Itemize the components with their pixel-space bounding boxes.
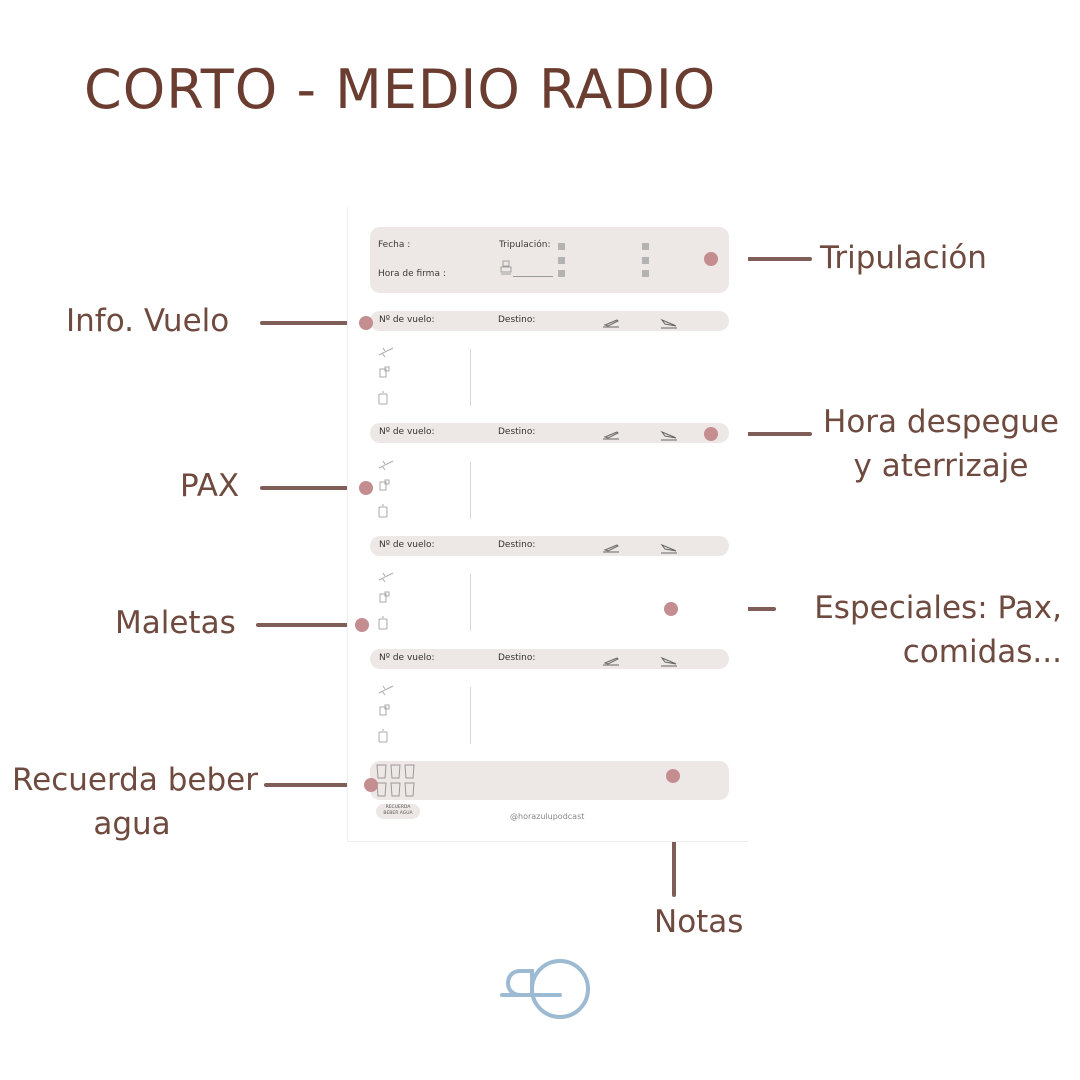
- label-especiales-line-1: Especiales: Pax,: [814, 590, 1062, 626]
- passenger-seat-icon: [378, 365, 390, 384]
- crew-checkbox[interactable]: [558, 257, 565, 264]
- label-especiales: Especiales: Pax, comidas...: [780, 586, 1062, 674]
- signature-line: [513, 276, 553, 277]
- divider-line: [470, 687, 471, 744]
- plane-icon: [378, 681, 394, 700]
- label-info-vuelo: Info. Vuelo: [66, 303, 230, 339]
- suitcase-icon: [378, 615, 388, 634]
- passenger-seat-icon: [378, 478, 390, 497]
- label-hora-line-2: y aterrizaje: [853, 448, 1029, 484]
- plane-takeoff-icon: [602, 314, 620, 333]
- water-reminder-badge: RECUERDA BEBER AGUA: [376, 804, 420, 819]
- divider-line: [470, 574, 471, 631]
- label-recuerda-agua: Recuerda beber agua: [12, 758, 258, 846]
- dot-pax: [359, 481, 373, 495]
- fecha-label: Fecha :: [378, 240, 411, 250]
- flight-number-label: Nº de vuelo:: [379, 653, 435, 663]
- plane-icon: [378, 343, 394, 362]
- label-pax: PAX: [180, 468, 240, 504]
- crew-checkbox[interactable]: [642, 243, 649, 250]
- plane-takeoff-icon: [602, 652, 620, 671]
- flight-bar: Nº de vuelo: Destino:: [370, 423, 729, 443]
- crew-info-box: Fecha : Hora de firma : Tripulación:: [370, 227, 729, 293]
- suitcase-icon: [378, 728, 388, 747]
- divider-line: [470, 349, 471, 406]
- plane-landing-icon: [660, 426, 678, 445]
- flight-number-label: Nº de vuelo:: [379, 315, 435, 325]
- crew-checkbox[interactable]: [642, 257, 649, 264]
- badge-line-2: BEBER AGUA: [383, 811, 413, 816]
- dot-especiales: [664, 602, 678, 616]
- label-agua-line-2: agua: [93, 806, 171, 842]
- passenger-seat-icon: [378, 590, 390, 609]
- planner-page: Fecha : Hora de firma : Tripulación: Nº …: [347, 207, 748, 842]
- plane-icon: [378, 568, 394, 587]
- plane-takeoff-icon: [602, 426, 620, 445]
- water-glass-icon: [376, 764, 415, 797]
- dot-tripulacion: [704, 252, 718, 266]
- label-especiales-line-2: comidas...: [902, 634, 1062, 670]
- page-title: CORTO - MEDIO RADIO: [84, 58, 717, 121]
- plane-landing-icon: [660, 652, 678, 671]
- plane-landing-icon: [660, 539, 678, 558]
- crew-checkbox[interactable]: [642, 270, 649, 277]
- suitcase-icon: [378, 390, 388, 409]
- flight-bar: Nº de vuelo: Destino:: [370, 311, 729, 331]
- dot-hora: [704, 427, 718, 441]
- dot-info-vuelo: [359, 316, 373, 330]
- label-maletas: Maletas: [115, 605, 236, 641]
- crew-checkbox[interactable]: [558, 270, 565, 277]
- destination-label: Destino:: [498, 540, 536, 550]
- destination-label: Destino:: [498, 315, 536, 325]
- flight-number-label: Nº de vuelo:: [379, 540, 435, 550]
- brand-logo-icon: [500, 959, 590, 1019]
- dot-agua: [364, 778, 378, 792]
- tripulacion-label: Tripulación:: [499, 240, 551, 250]
- label-hora-line-1: Hora despegue: [823, 404, 1059, 440]
- plane-landing-icon: [660, 314, 678, 333]
- passenger-seat-icon: [378, 703, 390, 722]
- label-tripulacion: Tripulación: [820, 240, 987, 276]
- dot-maletas: [355, 618, 369, 632]
- badge-line-1: RECUERDA: [385, 805, 411, 810]
- suitcase-icon: [378, 503, 388, 522]
- crew-checkbox[interactable]: [558, 243, 565, 250]
- plane-takeoff-icon: [602, 539, 620, 558]
- podcast-handle: @horazulupodcast: [510, 812, 585, 821]
- flight-bar: Nº de vuelo: Destino:: [370, 649, 729, 669]
- label-agua-line-1: Recuerda beber: [12, 762, 258, 798]
- flight-number-label: Nº de vuelo:: [379, 427, 435, 437]
- label-hora-despegue: Hora despegue y aterrizaje: [818, 400, 1064, 488]
- plane-icon: [378, 456, 394, 475]
- crew-figure-icon: [500, 260, 512, 280]
- flight-bar: Nº de vuelo: Destino:: [370, 536, 729, 556]
- dot-notas: [666, 769, 680, 783]
- divider-line: [470, 462, 471, 519]
- label-notas: Notas: [654, 904, 744, 940]
- destination-label: Destino:: [498, 427, 536, 437]
- hora-firma-label: Hora de firma :: [378, 269, 446, 279]
- destination-label: Destino:: [498, 653, 536, 663]
